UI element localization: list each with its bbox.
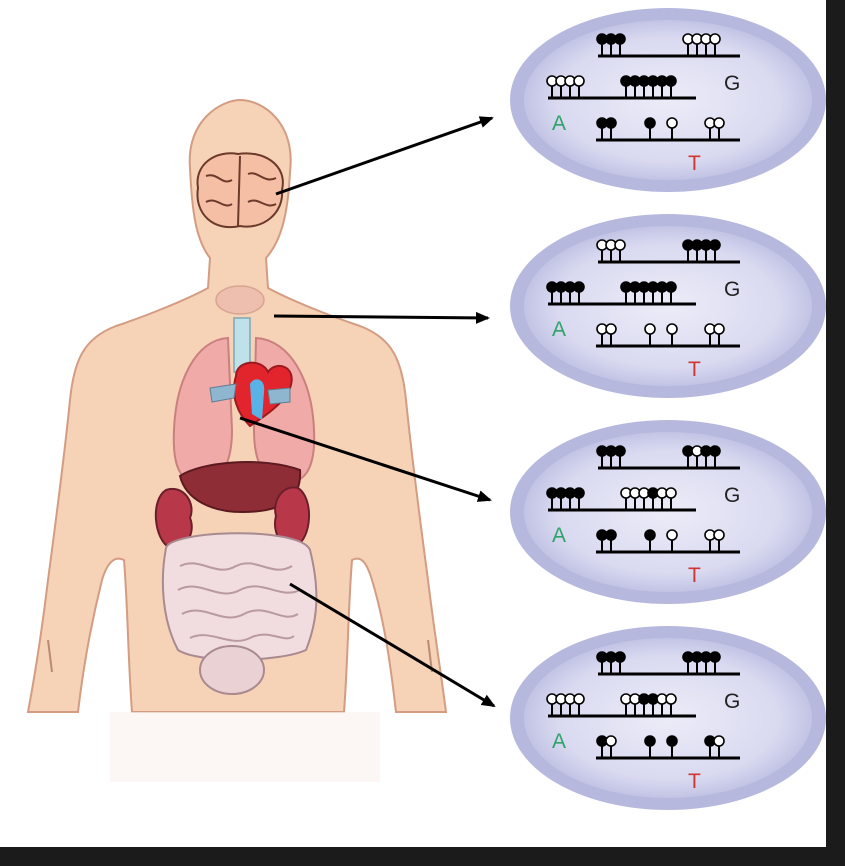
cell-nucleus: [524, 638, 812, 798]
methylated-site: [574, 282, 584, 292]
cell-nucleus: [524, 226, 812, 386]
allele-a-label: A: [552, 112, 566, 135]
unmethylated-site: [667, 118, 677, 128]
allele-t-label: T: [688, 564, 701, 587]
unmethylated-site: [574, 76, 584, 86]
methylated-site: [606, 118, 616, 128]
frame-border-right: [826, 0, 845, 866]
brain-icon: [197, 153, 282, 227]
methylated-site: [615, 34, 625, 44]
unmethylated-site: [645, 324, 655, 334]
unmethylated-site: [606, 324, 616, 334]
methylated-site: [615, 652, 625, 662]
methylated-site: [645, 118, 655, 128]
cell-nucleus: [524, 432, 812, 592]
methylated-site: [710, 652, 720, 662]
methylated-site: [710, 240, 720, 250]
frame-border-bottom: [0, 847, 845, 866]
unmethylated-site: [714, 324, 724, 334]
allele-g-label: G: [724, 72, 740, 95]
methylated-site: [645, 530, 655, 540]
allele-a-label: A: [552, 730, 566, 753]
arrow-throat: [274, 316, 488, 318]
methylated-site: [710, 446, 720, 456]
allele-a-label: A: [552, 318, 566, 341]
allele-t-label: T: [688, 152, 701, 175]
arrow-brain: [276, 118, 492, 194]
intestine-icon: [163, 533, 317, 660]
unmethylated-site: [714, 530, 724, 540]
cell-panel-heart: G A T: [510, 214, 826, 398]
allele-g-label: G: [724, 278, 740, 301]
bladder-icon: [200, 646, 264, 694]
methylated-site: [667, 736, 677, 746]
allele-t-label: T: [688, 358, 701, 381]
cell-panels: G A T G A T G A T G A T: [510, 8, 826, 810]
cell-panel-brain: G A T: [510, 8, 826, 192]
unmethylated-site: [714, 736, 724, 746]
methylated-site: [666, 282, 676, 292]
allele-t-label: T: [688, 770, 701, 793]
methylated-site: [615, 446, 625, 456]
unmethylated-site: [666, 694, 676, 704]
unmethylated-site: [666, 488, 676, 498]
unmethylated-site: [710, 34, 720, 44]
cell-nucleus: [524, 20, 812, 180]
allele-g-label: G: [724, 690, 740, 713]
cell-panel-heart-vessels: G A T: [510, 420, 826, 604]
methylated-site: [574, 488, 584, 498]
methylated-site: [666, 76, 676, 86]
unmethylated-site: [615, 240, 625, 250]
thyroid: [216, 286, 264, 314]
unmethylated-site: [606, 736, 616, 746]
methylated-site: [645, 736, 655, 746]
body-fade: [110, 712, 380, 782]
unmethylated-site: [667, 324, 677, 334]
unmethylated-site: [714, 118, 724, 128]
allele-a-label: A: [552, 524, 566, 547]
unmethylated-site: [574, 694, 584, 704]
allele-g-label: G: [724, 484, 740, 507]
unmethylated-site: [667, 530, 677, 540]
methylated-site: [606, 530, 616, 540]
cell-panel-intestine: G A T: [510, 626, 826, 810]
